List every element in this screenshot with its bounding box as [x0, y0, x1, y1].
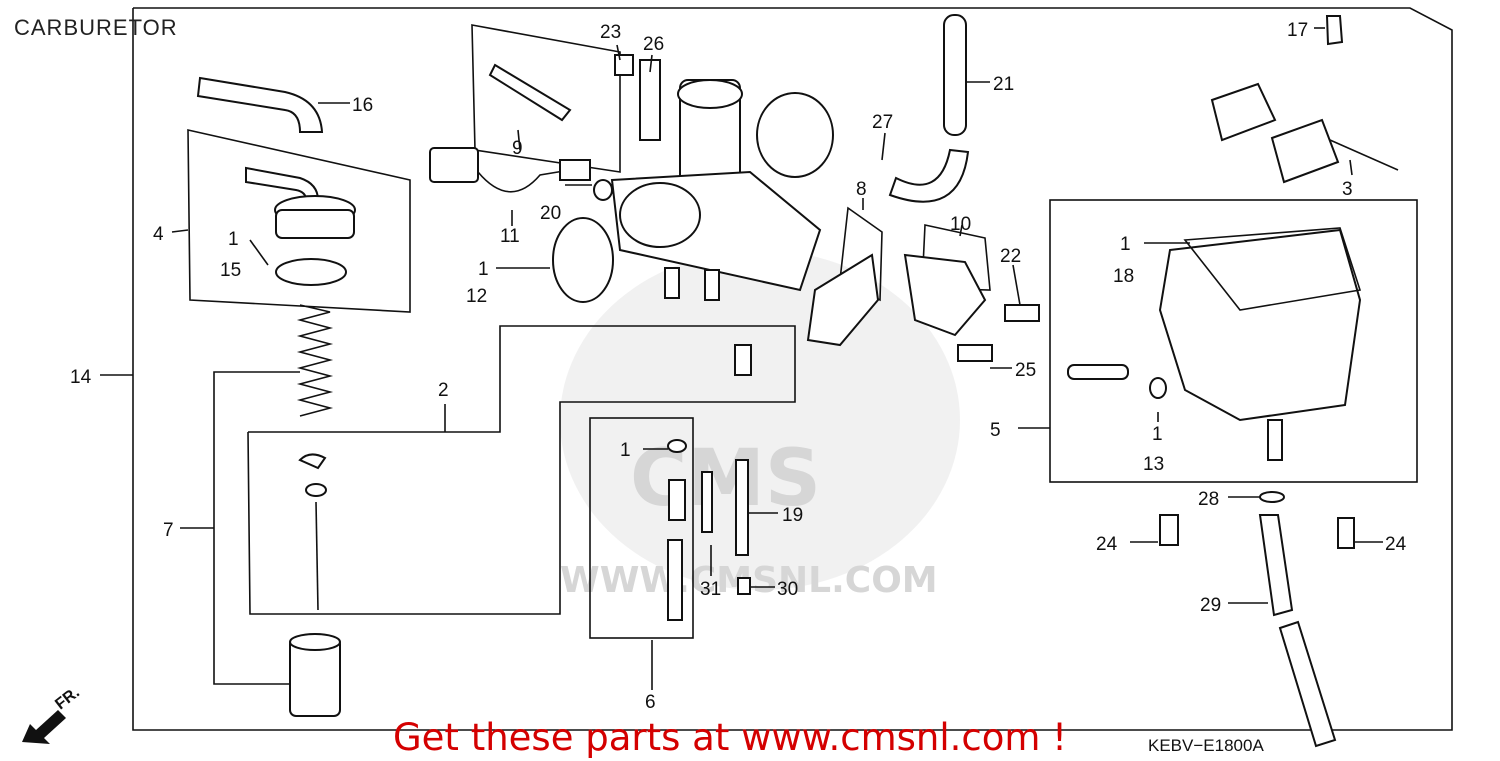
jet-needle [298, 453, 327, 611]
callout-24-b: 24 [1385, 534, 1407, 555]
callout-21: 21 [993, 74, 1014, 95]
float [1210, 82, 1399, 184]
callout-1-a: 1 [228, 229, 239, 250]
callout-19: 19 [782, 505, 803, 526]
box-part-4 [187, 128, 411, 313]
box-part-7 [213, 371, 300, 685]
fuel-pipe-16 [196, 76, 324, 133]
callout-24-a: 24 [1096, 534, 1118, 555]
leader-lines [100, 27, 1383, 690]
callout-1-e: 1 [1152, 424, 1163, 445]
callout-8: 8 [856, 179, 867, 200]
box-part-5 [1049, 199, 1418, 483]
promo-link-text[interactable]: Get these parts at www.cmsnl.com ! [393, 716, 1068, 759]
callout-1-d: 1 [1120, 234, 1131, 255]
spring [296, 304, 334, 417]
callout-labels: 4 1 15 14 7 16 9 11 20 1 12 2 1 6 19 31 … [70, 20, 1407, 713]
callout-2: 2 [438, 380, 449, 401]
carburetor-body [610, 79, 834, 301]
callout-5: 5 [990, 420, 1001, 441]
top-cap-assembly [245, 166, 356, 286]
callout-20: 20 [540, 203, 561, 224]
box-part-9 [471, 24, 621, 173]
callout-25: 25 [1015, 360, 1036, 381]
cmsnl-watermark: CMS WWW.CMSNL.COM [560, 250, 960, 601]
callout-18: 18 [1113, 266, 1134, 287]
box-part-2 [247, 325, 796, 615]
box-part-8 [839, 206, 883, 302]
callout-3: 3 [1342, 179, 1353, 200]
front-arrow-icon [22, 710, 66, 744]
callout-26: 26 [643, 34, 664, 55]
vent-tube [888, 14, 970, 203]
box-part-6 [589, 417, 694, 639]
diagram-code: KEBV−E1800A [1148, 736, 1264, 755]
drain-tube [1258, 514, 1337, 748]
callout-29: 29 [1200, 595, 1221, 616]
callout-9: 9 [512, 138, 523, 159]
callout-28: 28 [1198, 489, 1219, 510]
callout-23: 23 [600, 22, 621, 43]
callout-16: 16 [352, 95, 373, 116]
callout-30: 30 [777, 579, 798, 600]
callout-1-b: 1 [478, 259, 489, 280]
callout-17: 17 [1287, 20, 1308, 41]
callout-7: 7 [163, 520, 174, 541]
page-title: CARBURETOR [14, 15, 178, 40]
callout-14: 14 [70, 367, 92, 388]
callout-13: 13 [1143, 454, 1164, 475]
float-chamber [1158, 227, 1362, 461]
small-parts [488, 15, 1355, 621]
callout-27: 27 [872, 112, 893, 133]
throttle-valve [289, 633, 341, 717]
callout-15: 15 [220, 260, 241, 281]
callout-12: 12 [466, 286, 487, 307]
callout-11: 11 [500, 226, 520, 247]
callout-31: 31 [700, 579, 721, 600]
wire-connector [429, 147, 571, 193]
callout-22: 22 [1000, 246, 1021, 267]
callout-4: 4 [153, 224, 164, 245]
callout-6: 6 [645, 692, 656, 713]
callout-1-c: 1 [620, 440, 631, 461]
callout-10: 10 [950, 214, 971, 235]
outer-frame [132, 7, 1453, 731]
